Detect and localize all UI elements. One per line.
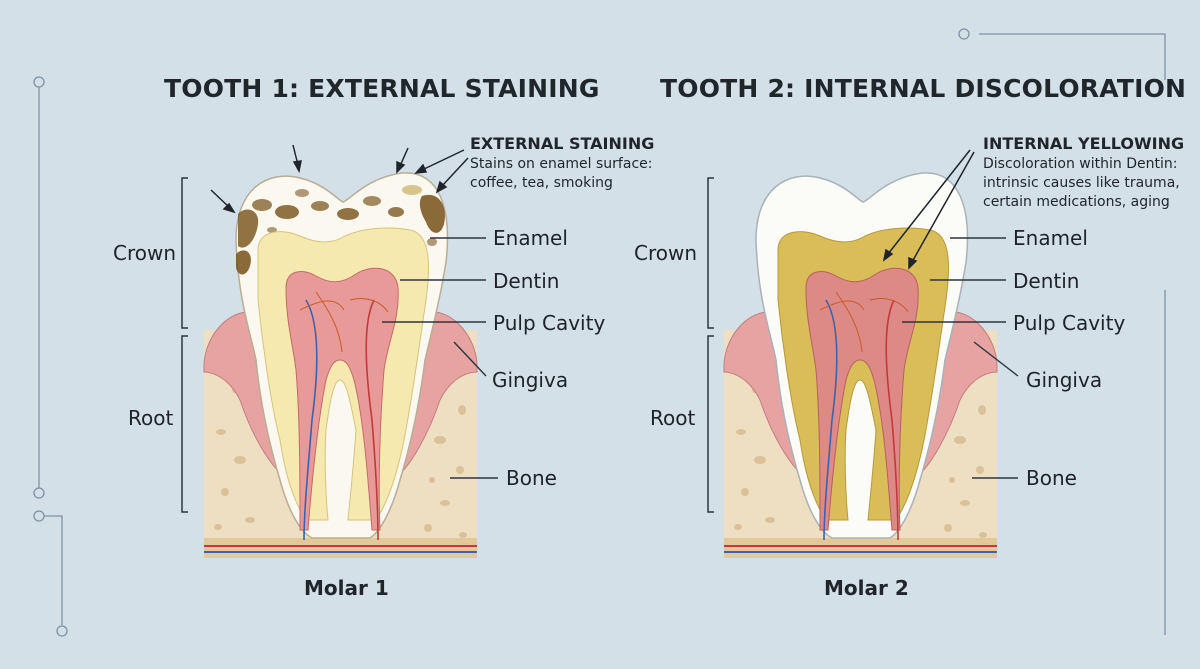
tooth-2-yellowing-arrows: [882, 149, 975, 270]
tooth-2-label-gingiva: Gingiva: [1026, 368, 1103, 392]
tooth-1-pulp: [285, 267, 399, 541]
tooth-2-caption: Molar 2: [824, 576, 909, 600]
tooth-1-title: TOOTH 1: EXTERNAL STAINING: [164, 74, 600, 103]
tooth-1-brackets: [181, 177, 188, 513]
tooth-1-label-dentin: Dentin: [493, 269, 560, 293]
tooth-1-label-pulp: Pulp Cavity: [493, 311, 606, 335]
tooth-2-label-pulp: Pulp Cavity: [1013, 311, 1126, 335]
tooth-2-leader-lines: [902, 237, 1019, 479]
tooth-2-label-root: Root: [650, 406, 696, 430]
tooth-2-brackets: [707, 177, 714, 513]
tooth-1-stain-arrows: [210, 144, 469, 214]
tooth-1-label-bone: Bone: [506, 466, 557, 490]
tooth-1-callout-title: EXTERNAL STAINING: [470, 134, 655, 153]
tooth-2-label-bone: Bone: [1026, 466, 1077, 490]
tooth-2-label-enamel: Enamel: [1013, 226, 1088, 250]
tooth-2-label-crown: Crown: [634, 241, 698, 265]
tooth-1-leader-lines: [382, 237, 498, 479]
tooth-1-label-gingiva: Gingiva: [492, 368, 569, 392]
tooth-2-title: TOOTH 2: INTERNAL DISCOLORATION: [660, 74, 1187, 103]
tooth-2-label-dentin: Dentin: [1013, 269, 1080, 293]
tooth-2-callout-title: INTERNAL YELLOWING: [983, 134, 1185, 153]
tooth-1-caption: Molar 1: [304, 576, 389, 600]
tooth-1-label-enamel: Enamel: [493, 226, 568, 250]
tooth-2-pulp: [805, 267, 919, 541]
tooth-1-stains: [236, 185, 446, 275]
tooth-1-label-root: Root: [128, 406, 174, 430]
tooth-1-label-crown: Crown: [113, 241, 177, 265]
tooth-2-callout-desc: Discoloration within Dentin: intrinsic c…: [983, 156, 1180, 210]
tooth-1-callout-desc: Stains on enamel surface: coffee, tea, s…: [470, 156, 653, 191]
